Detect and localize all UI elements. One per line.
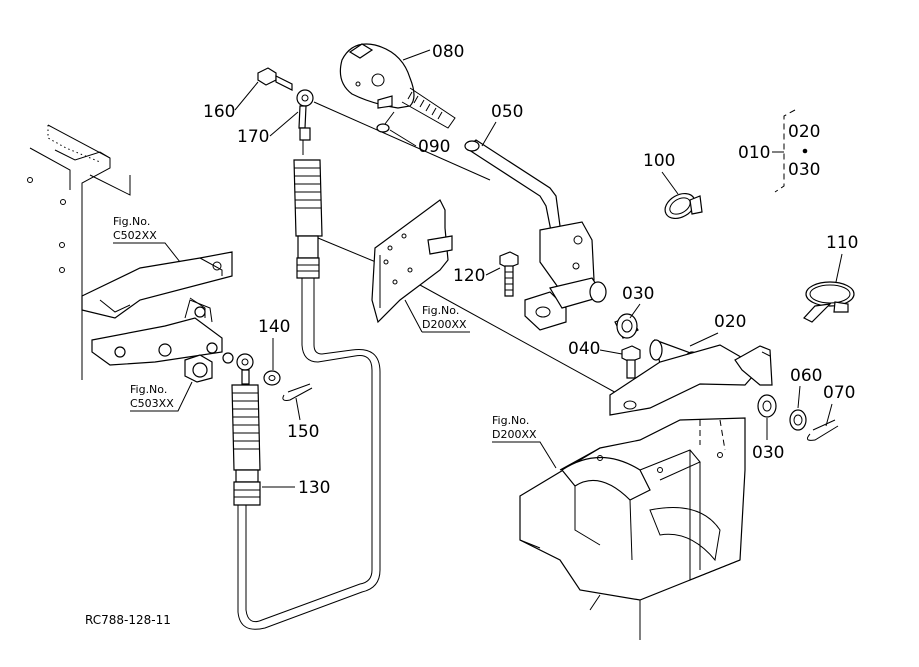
left-frame-drawing xyxy=(27,124,234,383)
label-020-shaft[interactable]: 020 xyxy=(689,312,746,347)
grip-drawing xyxy=(339,43,456,133)
part-number-130: 130 xyxy=(298,478,330,498)
part-number-140: 140 xyxy=(258,317,290,337)
figure-ref-d200-upper[interactable]: Fig.No. D200XX xyxy=(404,299,470,333)
label-040[interactable]: 040 xyxy=(568,339,623,359)
label-130[interactable]: 130 xyxy=(262,478,330,498)
label-050[interactable]: 050 xyxy=(481,102,523,147)
part-number-020-shaft: 020 xyxy=(714,312,746,332)
figure-ref-c502[interactable]: Fig.No. C502XX xyxy=(113,215,181,263)
label-100[interactable]: 100 xyxy=(643,151,679,195)
kit-item-030: 030 xyxy=(788,160,820,180)
part-number-090: 090 xyxy=(418,137,450,157)
clamp-100-drawing xyxy=(664,192,703,220)
kit-label-010: 010 xyxy=(738,143,770,163)
figure-ref-d200-lower-line1: Fig.No. xyxy=(492,414,529,427)
figure-ref-c502-line2: C502XX xyxy=(113,229,157,242)
lower-cable-drawing xyxy=(231,353,313,506)
label-140[interactable]: 140 xyxy=(258,317,290,370)
label-070[interactable]: 070 xyxy=(823,383,855,427)
part-number-050: 050 xyxy=(491,102,523,122)
label-030-upper[interactable]: 030 xyxy=(622,284,654,319)
label-080[interactable]: 080 xyxy=(402,42,464,62)
drawing-code: RC788-128-11 xyxy=(85,613,171,627)
part-number-120: 120 xyxy=(453,266,485,286)
figure-ref-c503-line2: C503XX xyxy=(130,397,174,410)
kit-010-callout[interactable]: 010 020 030 xyxy=(738,109,820,193)
part-number-110: 110 xyxy=(826,233,858,253)
base-casting-drawing xyxy=(519,417,746,640)
part-number-080: 080 xyxy=(432,42,464,62)
lever-drawing xyxy=(464,139,607,331)
label-160[interactable]: 160 xyxy=(203,81,259,122)
figure-ref-d200-lower-line2: D200XX xyxy=(492,428,537,441)
part-number-060: 060 xyxy=(790,366,822,386)
figure-ref-d200-upper-line1: Fig.No. xyxy=(422,304,459,317)
figure-ref-d200-upper-line2: D200XX xyxy=(422,318,467,331)
bolt-120-drawing xyxy=(499,251,519,297)
center-plate-drawing xyxy=(371,199,453,324)
upper-cable-drawing xyxy=(237,67,381,630)
label-120[interactable]: 120 xyxy=(453,266,501,286)
kit-item-020: 020 xyxy=(788,122,820,142)
part-number-160: 160 xyxy=(203,102,235,122)
kit-bullet xyxy=(802,148,808,154)
label-060[interactable]: 060 xyxy=(790,366,822,409)
part-number-170: 170 xyxy=(237,127,269,147)
figure-ref-c503-line1: Fig.No. xyxy=(130,383,167,396)
figure-ref-c502-line1: Fig.No. xyxy=(113,215,150,228)
label-030-lower[interactable]: 030 xyxy=(752,418,784,463)
part-number-030-upper: 030 xyxy=(622,284,654,304)
shaft-drawing xyxy=(609,313,839,441)
label-110[interactable]: 110 xyxy=(826,233,858,283)
figure-ref-c503[interactable]: Fig.No. C503XX xyxy=(130,381,193,412)
part-number-150: 150 xyxy=(287,422,319,442)
tie-band-110-drawing xyxy=(803,281,855,323)
label-170[interactable]: 170 xyxy=(237,111,299,147)
part-number-100: 100 xyxy=(643,151,675,171)
part-number-030-lower: 030 xyxy=(752,443,784,463)
part-number-070: 070 xyxy=(823,383,855,403)
part-number-040: 040 xyxy=(568,339,600,359)
label-150[interactable]: 150 xyxy=(287,397,319,442)
label-090[interactable]: 090 xyxy=(389,129,450,157)
figure-ref-d200-lower[interactable]: Fig.No. D200XX xyxy=(492,414,557,469)
